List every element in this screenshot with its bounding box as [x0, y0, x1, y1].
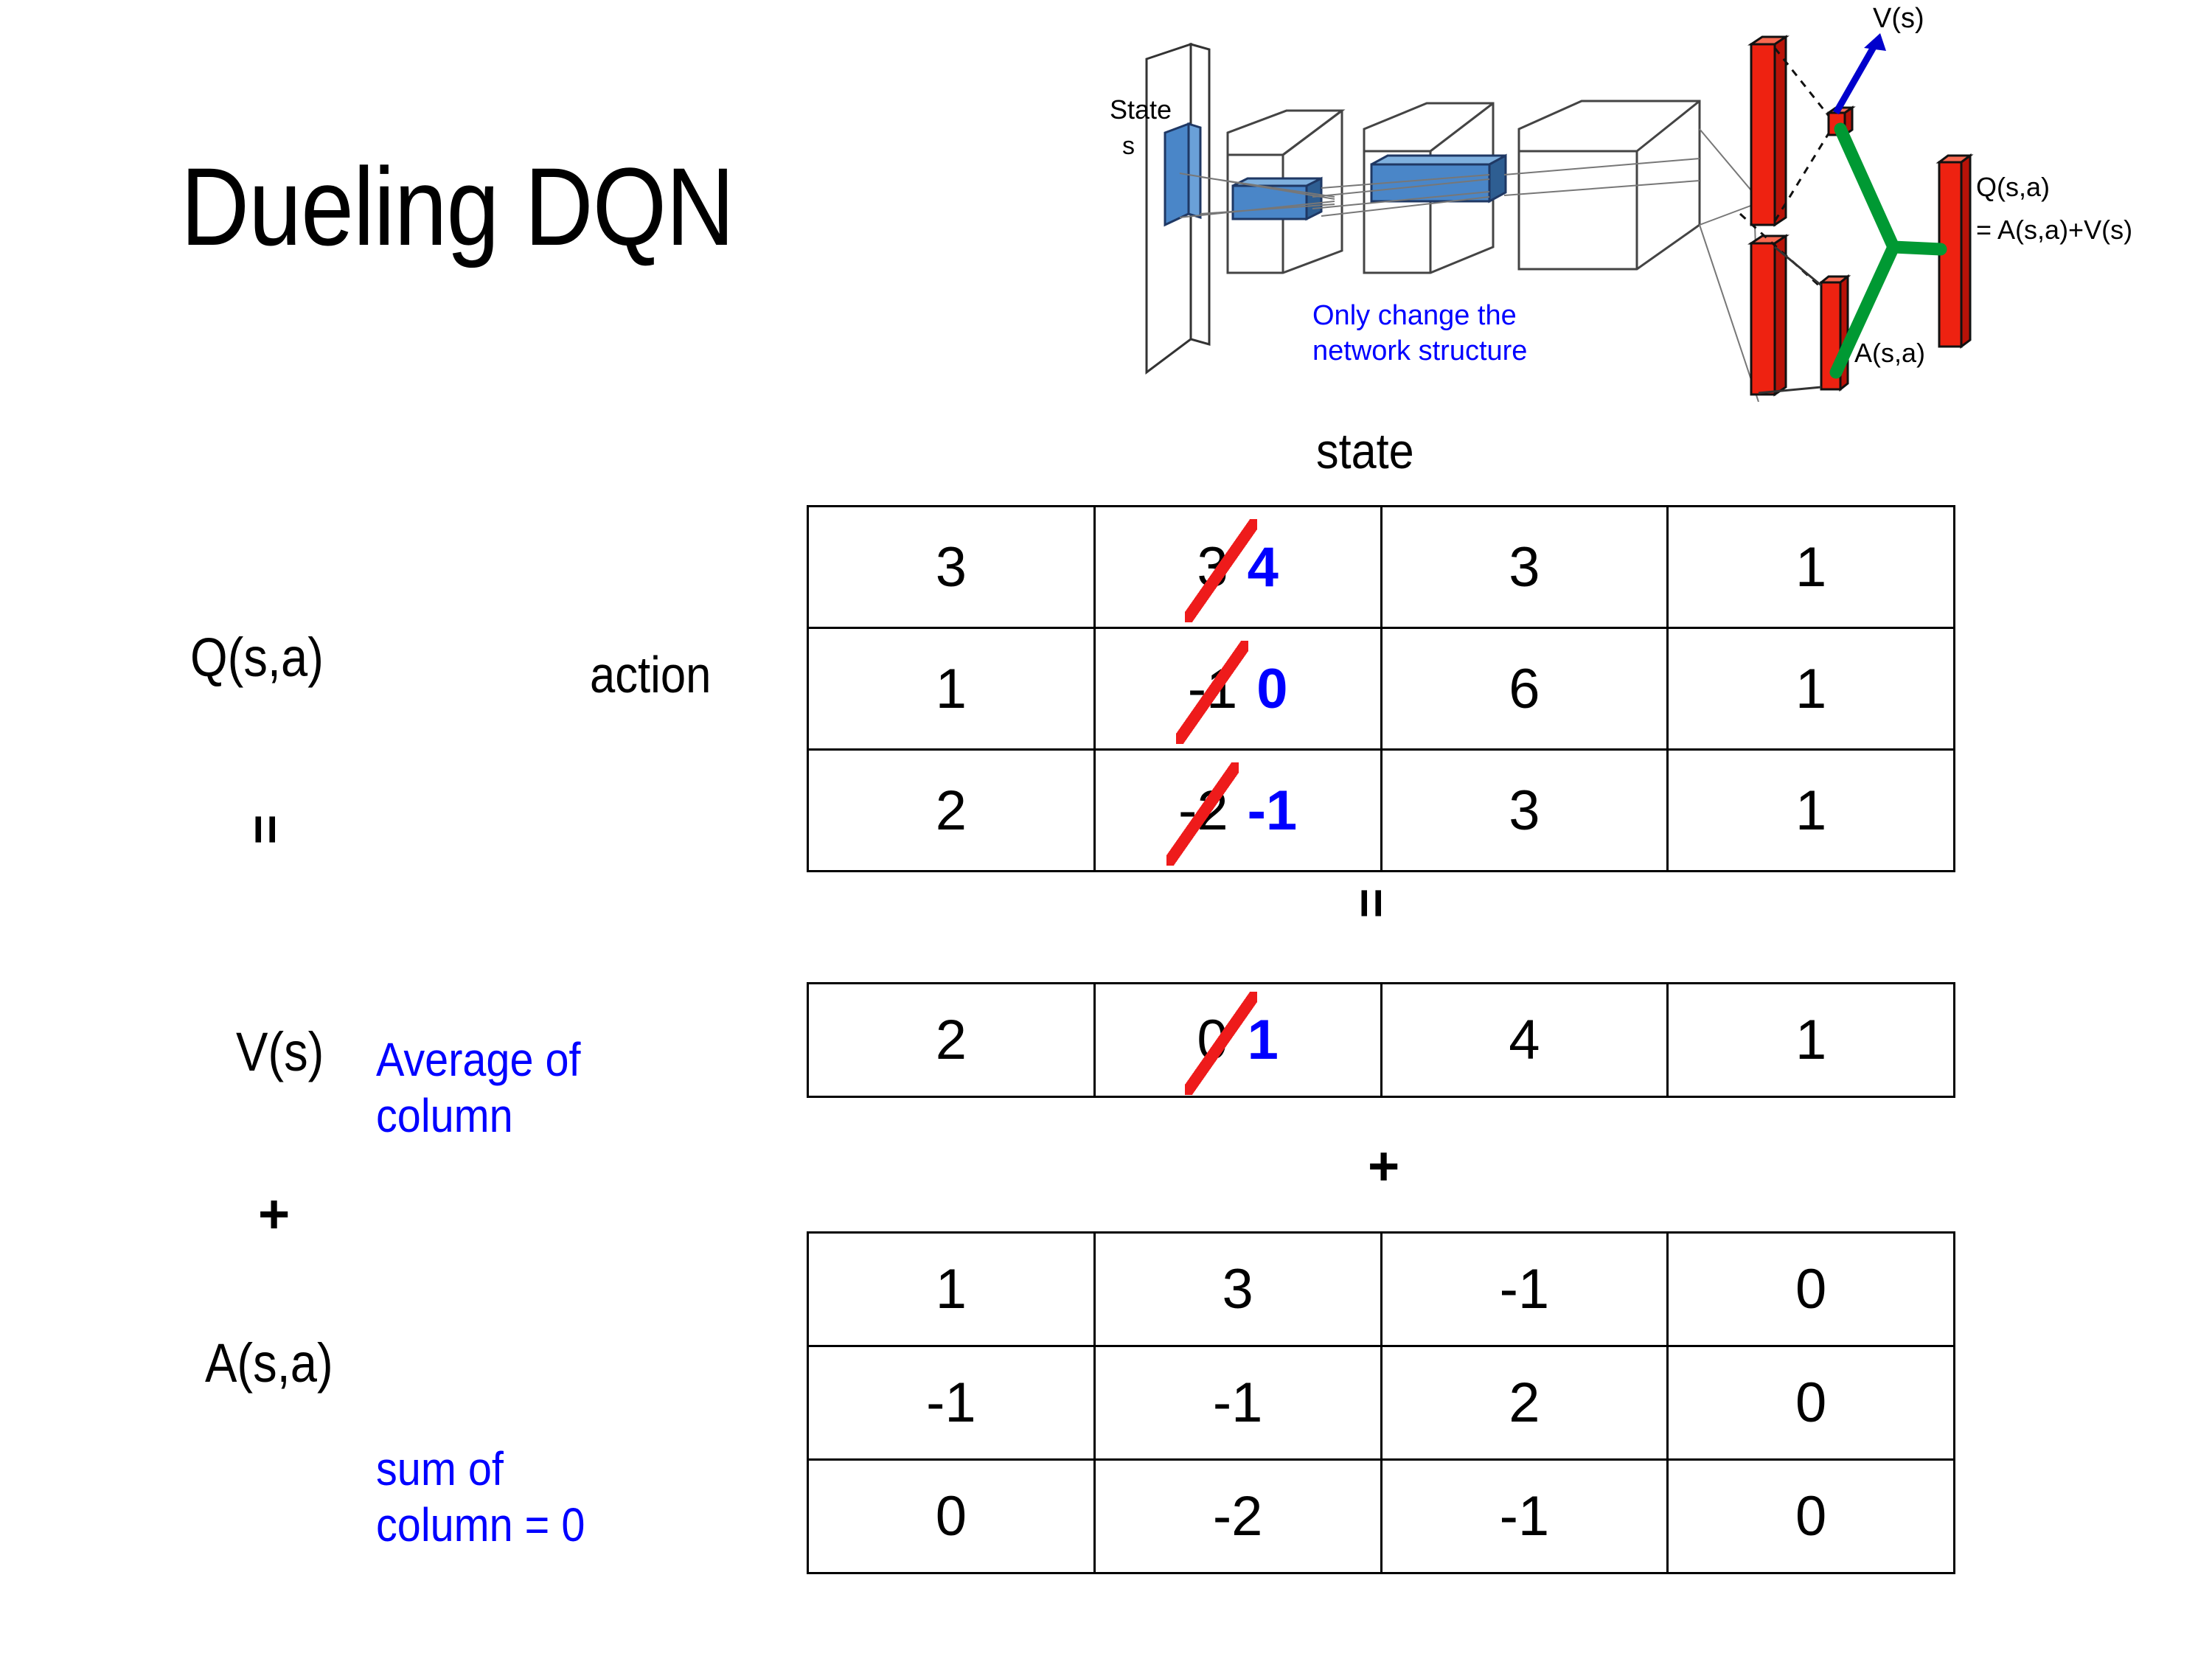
diagram-advantage-label: A(s,a) [1854, 338, 1926, 368]
a-cell-r1c1[interactable]: -1 [1093, 1345, 1382, 1461]
page-title: Dueling DQN [181, 145, 734, 268]
diagram-q-formula-label: = A(s,a)+V(s) [1976, 215, 2133, 245]
edited-value-group: -1 0 [1175, 640, 1288, 744]
q-cell-r0c1[interactable]: 3 4 [1093, 505, 1382, 629]
diagram-state-sub-label: s [1122, 132, 1135, 160]
q-cell-r2c3[interactable]: 1 [1666, 748, 1955, 872]
a-cell-r0c1[interactable]: 3 [1093, 1231, 1382, 1347]
equals-sign-left: = [237, 814, 295, 845]
q-cell-r0c2[interactable]: 3 [1380, 505, 1669, 629]
q-table: 3 3 4 3 1 1 -1 0 6 1 2 -2 -1 3 1 [807, 505, 1955, 872]
new-value: 0 [1256, 657, 1288, 720]
a-cell-r0c3[interactable]: 0 [1666, 1231, 1955, 1347]
q-cell-r2c1[interactable]: -2 -1 [1093, 748, 1382, 872]
new-value: 1 [1247, 1009, 1279, 1071]
a-cell-r2c3[interactable]: 0 [1666, 1458, 1955, 1574]
action-axis-label: action [590, 646, 712, 703]
a-cell-r1c3[interactable]: 0 [1666, 1345, 1955, 1461]
q-cell-r0c3[interactable]: 1 [1666, 505, 1955, 629]
q-cell-r2c0[interactable]: 2 [807, 748, 1096, 872]
equals-sign-middle: = [1343, 888, 1401, 919]
diagram-note-only-change-structure: Only change the network structure [1312, 300, 1528, 366]
diagram-q-label: Q(s,a) [1976, 172, 2051, 202]
new-value: 4 [1247, 535, 1279, 599]
q-cell-r2c2[interactable]: 3 [1380, 748, 1669, 872]
a-cell-r2c0[interactable]: 0 [807, 1458, 1096, 1574]
dueling-network-diagram: State s V(s) A(s,a) Q(s,a) = A(s,a)+V(s)… [1091, 3, 2205, 402]
struck-old-value: -2 [1166, 762, 1239, 866]
a-cell-r0c0[interactable]: 1 [807, 1231, 1096, 1347]
a-cell-r2c2[interactable]: -1 [1380, 1458, 1669, 1574]
v-cell-r0c0[interactable]: 2 [807, 982, 1096, 1098]
note-sum-of-column: sum of column = 0 [376, 1442, 585, 1551]
q-cell-r0c0[interactable]: 3 [807, 505, 1096, 629]
a-cell-r1c0[interactable]: -1 [807, 1345, 1096, 1461]
a-cell-r1c2[interactable]: 2 [1380, 1345, 1669, 1461]
q-section-label: Q(s,a) [190, 627, 324, 688]
edited-value-group: -2 -1 [1166, 762, 1298, 866]
edited-value-group: 0 1 [1185, 992, 1279, 1095]
q-cell-r1c2[interactable]: 6 [1380, 627, 1669, 751]
table-row: 0 -2 -1 0 [807, 1458, 1955, 1574]
table-row: 1 3 -1 0 [807, 1231, 1955, 1347]
table-row: 1 -1 0 6 1 [807, 627, 1955, 751]
a-cell-r0c2[interactable]: -1 [1380, 1231, 1669, 1347]
edited-value-group: 3 4 [1185, 518, 1279, 622]
q-cell-r1c0[interactable]: 1 [807, 627, 1096, 751]
v-cell-r0c3[interactable]: 1 [1666, 982, 1955, 1098]
struck-old-value: 0 [1185, 992, 1258, 1095]
a-cell-r2c1[interactable]: -2 [1093, 1458, 1382, 1574]
q-cell-r1c1[interactable]: -1 0 [1093, 627, 1382, 751]
diagram-value-label: V(s) [1873, 3, 1924, 34]
diagram-state-label: State [1110, 94, 1172, 125]
table-row: 2 0 1 4 1 [807, 982, 1955, 1098]
v-table: 2 0 1 4 1 [807, 982, 1955, 1098]
state-axis-label: state [1316, 423, 1414, 479]
struck-old-value: -1 [1175, 640, 1248, 744]
table-row: -1 -1 2 0 [807, 1345, 1955, 1461]
a-table: 1 3 -1 0 -1 -1 2 0 0 -2 -1 0 [807, 1231, 1955, 1574]
table-row: 3 3 4 3 1 [807, 505, 1955, 629]
new-value: -1 [1247, 779, 1298, 842]
v-cell-r0c1[interactable]: 0 1 [1093, 982, 1382, 1098]
struck-old-value: 3 [1185, 518, 1258, 622]
q-cell-r1c3[interactable]: 1 [1666, 627, 1955, 751]
a-section-label: A(s,a) [205, 1332, 333, 1394]
note-average-of-column: Average of column [376, 1033, 581, 1142]
v-cell-r0c2[interactable]: 4 [1380, 982, 1669, 1098]
v-section-label: V(s) [236, 1021, 324, 1082]
table-row: 2 -2 -1 3 1 [807, 748, 1955, 872]
plus-sign-middle: + [1368, 1135, 1400, 1197]
network-svg [1145, 33, 1974, 402]
plus-sign-left: + [258, 1183, 291, 1245]
